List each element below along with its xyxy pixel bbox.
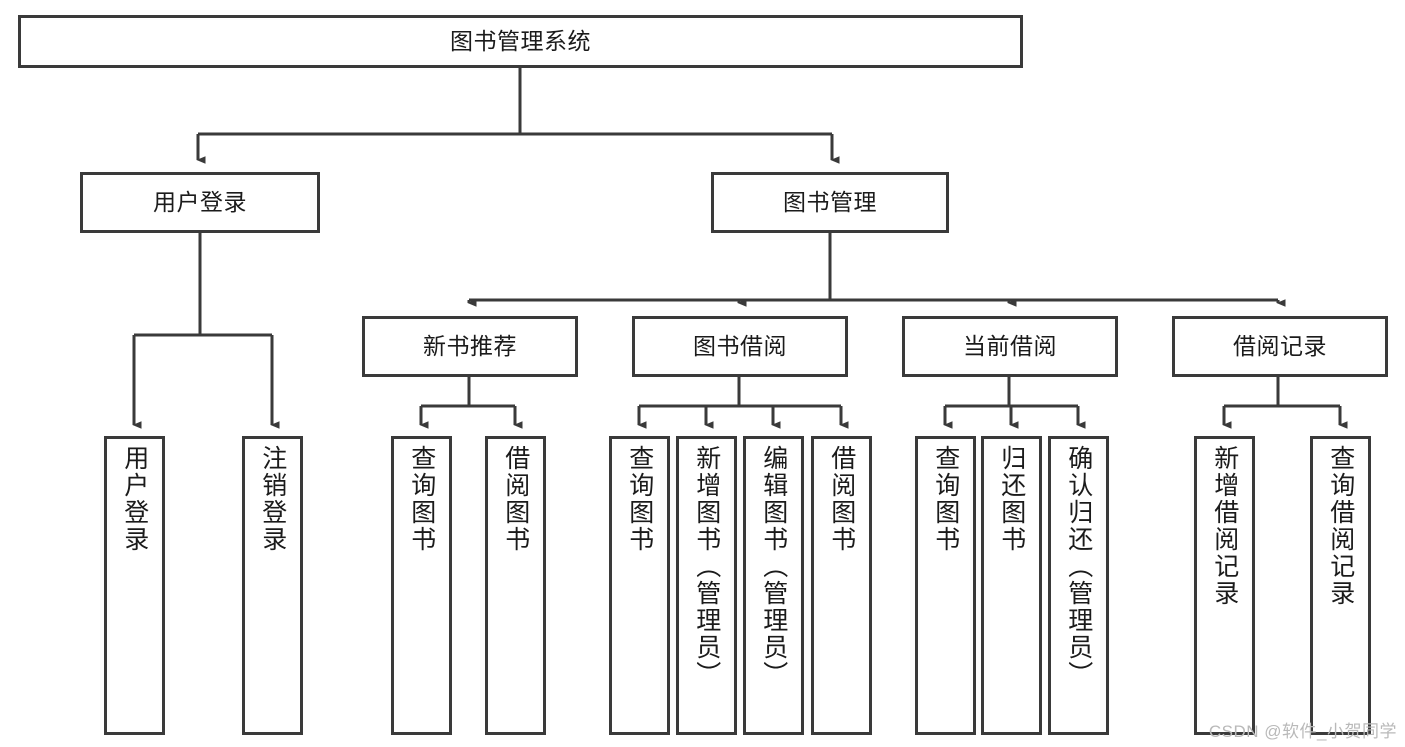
node-book-management[interactable]: 图书管理 xyxy=(711,172,949,233)
node-label: 查询图书 xyxy=(931,445,960,553)
node-label: 当前借阅 xyxy=(963,332,1057,359)
node-current-borrow[interactable]: 当前借阅 xyxy=(902,316,1118,377)
node-label: 图书管理系统 xyxy=(450,27,591,54)
node-label: 编辑图书（管理员） xyxy=(759,445,788,688)
node-label: 新增借阅记录 xyxy=(1210,445,1239,607)
leaf-book-borrow-edit[interactable]: 编辑图书（管理员） xyxy=(743,436,804,735)
node-label: 查询图书 xyxy=(625,445,654,553)
leaf-borrow-record-query[interactable]: 查询借阅记录 xyxy=(1310,436,1371,735)
node-label: 用户登录 xyxy=(153,188,247,215)
leaf-user-login-login[interactable]: 用户登录 xyxy=(104,436,165,735)
node-label: 借阅记录 xyxy=(1233,332,1327,359)
node-label: 用户登录 xyxy=(120,445,149,553)
node-new-book-recommend[interactable]: 新书推荐 xyxy=(362,316,578,377)
node-label: 新增图书（管理员） xyxy=(692,445,721,688)
leaf-current-borrow-confirm[interactable]: 确认归还（管理员） xyxy=(1048,436,1109,735)
node-label: 确认归还（管理员） xyxy=(1064,445,1093,688)
node-label: 注销登录 xyxy=(258,445,287,553)
leaf-book-borrow-borrow[interactable]: 借阅图书 xyxy=(811,436,872,735)
node-label: 归还图书 xyxy=(997,445,1026,553)
leaf-new-book-query[interactable]: 查询图书 xyxy=(391,436,452,735)
leaf-book-borrow-query[interactable]: 查询图书 xyxy=(609,436,670,735)
node-label: 查询借阅记录 xyxy=(1326,445,1355,607)
leaf-user-login-logout[interactable]: 注销登录 xyxy=(242,436,303,735)
node-label: 借阅图书 xyxy=(827,445,856,553)
node-label: 查询图书 xyxy=(407,445,436,553)
node-label: 借阅图书 xyxy=(501,445,530,553)
node-borrow-record[interactable]: 借阅记录 xyxy=(1172,316,1388,377)
node-label: 图书借阅 xyxy=(693,332,787,359)
node-label: 图书管理 xyxy=(783,188,877,215)
leaf-current-borrow-query[interactable]: 查询图书 xyxy=(915,436,976,735)
node-book-borrow[interactable]: 图书借阅 xyxy=(632,316,848,377)
node-label: 新书推荐 xyxy=(423,332,517,359)
node-user-login[interactable]: 用户登录 xyxy=(80,172,320,233)
node-root-system[interactable]: 图书管理系统 xyxy=(18,15,1023,68)
leaf-new-book-borrow[interactable]: 借阅图书 xyxy=(485,436,546,735)
leaf-current-borrow-return[interactable]: 归还图书 xyxy=(981,436,1042,735)
leaf-book-borrow-add[interactable]: 新增图书（管理员） xyxy=(676,436,737,735)
leaf-borrow-record-add[interactable]: 新增借阅记录 xyxy=(1194,436,1255,735)
